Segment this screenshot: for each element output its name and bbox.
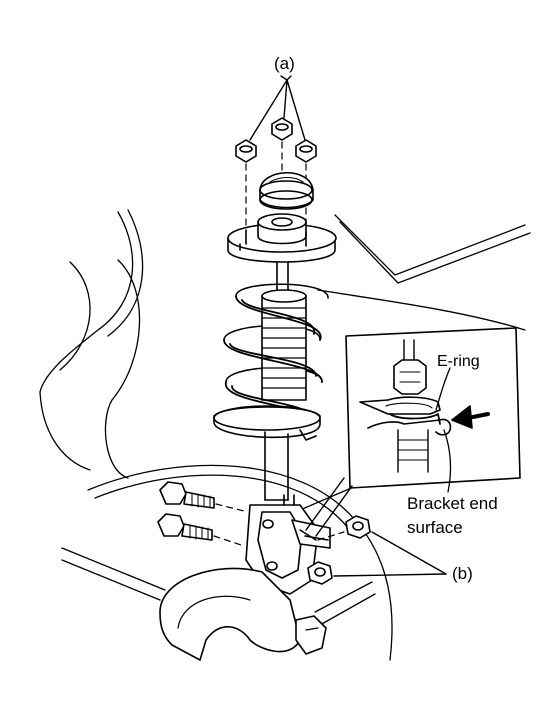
label-b-leaders xyxy=(333,531,447,577)
inset-connector xyxy=(299,477,353,541)
upper-mount-plate xyxy=(227,213,337,263)
label-e-ring: E-ring xyxy=(437,353,480,370)
dust-boot xyxy=(261,289,307,401)
wheel-well-arc xyxy=(87,464,393,661)
bracket-nut-upper xyxy=(345,515,371,539)
label-a-leaders xyxy=(249,75,306,141)
upper-nut-right xyxy=(295,139,317,163)
body-panel-right-outline xyxy=(317,214,531,331)
strut-lower-bracket xyxy=(245,494,331,595)
body-panel-outline xyxy=(39,209,144,479)
label-a: (a) xyxy=(274,54,295,73)
piston-rod xyxy=(276,261,289,293)
upper-nut-center xyxy=(271,117,293,141)
label-bracket-end-surface-line1: Bracket end xyxy=(407,494,498,513)
strut-tube xyxy=(264,431,289,501)
bracket-bolt-upper xyxy=(159,481,215,509)
bracket-nut-lower xyxy=(307,561,333,585)
bracket-bolt-lower xyxy=(157,513,213,541)
lower-spring-seat xyxy=(213,405,321,441)
steering-knuckle xyxy=(159,567,327,661)
e-ring-detail-inset xyxy=(345,327,521,493)
strut-mount-dome xyxy=(259,171,314,210)
label-bracket-end-surface-line2: surface xyxy=(407,518,463,537)
label-b: (b) xyxy=(452,564,473,583)
upper-nut-left xyxy=(235,139,257,163)
